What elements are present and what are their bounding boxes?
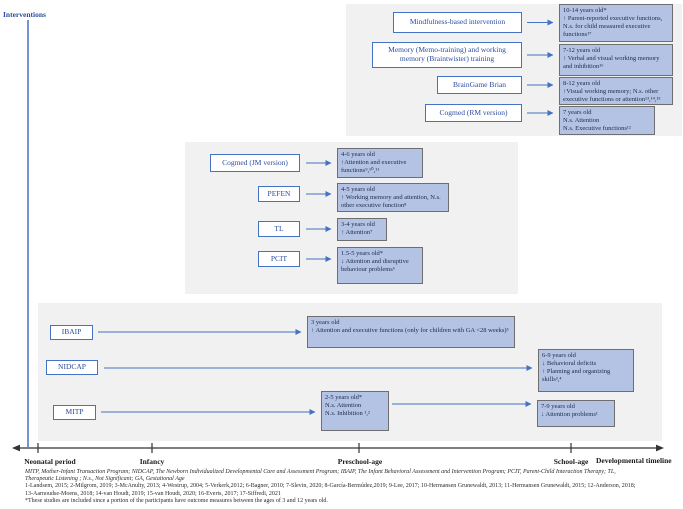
outcome-line: ↑ Working memory and attention, N.s. oth… — [341, 194, 441, 210]
intervention-label-mindfulness: Mindfulness-based intervention — [393, 12, 522, 33]
timeline-label-infancy: Infancy — [139, 457, 165, 466]
outcome-cogmed-rm: 7 years old N.s. Attention N.s. Executiv… — [559, 106, 655, 135]
outcome-age: 4-5 years old — [341, 186, 375, 193]
outcome-line: ↑ Planning and organizing skills³,⁴ — [542, 368, 611, 384]
intervention-label-pefen: PEFEN — [258, 186, 300, 202]
intervention-label-memory-training: Memory (Memo-training) and working memor… — [372, 42, 522, 68]
intervention-label-nidcap: NIDCAP — [46, 360, 98, 375]
outcome-age: 7 years old — [563, 109, 592, 116]
intervention-label-mitp: MITP — [53, 405, 96, 420]
outcome-line: N.s. Executive functions¹² — [563, 125, 631, 133]
intervention-label-pcit: PCIT — [258, 251, 300, 267]
outcome-age: 10-14 years old* — [563, 7, 607, 14]
timeline-right-arrowhead — [656, 444, 664, 452]
outcome-line: ↑Attention and executive functions⁹,¹⁰,¹… — [341, 159, 407, 175]
outcome-line: ↓ Attention and disruptive behaviour pro… — [341, 258, 409, 274]
x-axis-label: Developmental timeline — [596, 456, 672, 465]
footnote-asterisk-note: *These studies are included since a port… — [25, 497, 328, 504]
outcome-age: 2-5 years old* — [325, 394, 363, 401]
outcome-mindfulness: 10-14 years old* ↑ Parent-reported execu… — [559, 4, 673, 42]
timeline-label-preschool: Preschool-age — [337, 457, 383, 466]
outcome-age: 1.5-5 years old* — [341, 250, 384, 257]
intervention-label-ibaip: IBAIP — [50, 325, 93, 340]
outcome-line: ↓ Attention problems¹ — [541, 411, 598, 419]
outcome-braingame-brian: 8-12 years old ↑Visual working memory; N… — [559, 77, 673, 105]
outcome-ibaip: 3 years old ↑ Attention and executive fu… — [307, 316, 515, 348]
outcome-age: 7-9 years old — [541, 403, 575, 410]
outcome-cogmed-jm: 4-6 years old ↑Attention and executive f… — [337, 148, 423, 178]
outcome-age: 3-4 years old — [341, 221, 375, 228]
outcome-mitp-school: 7-9 years old ↓ Attention problems¹ — [537, 400, 615, 427]
outcome-age: 7-12 years old — [563, 47, 601, 54]
outcome-line: ↑ Parent-reported executive functions, N… — [563, 15, 663, 39]
outcome-line: ↑Visual working memory; N.s. other execu… — [563, 88, 661, 104]
timeline-label-school: School-age — [553, 457, 589, 466]
outcome-age: 8-12 years old — [563, 80, 601, 87]
intervention-label-cogmed-rm: Cogmed (RM version) — [425, 104, 522, 122]
outcome-pcit: 1.5-5 years old* ↓ Attention and disrupt… — [337, 247, 423, 284]
outcome-age: 6-9 years old — [542, 352, 576, 359]
outcome-age: 3 years old — [311, 319, 340, 326]
footnote-abbreviations-line1: MITP, Mother-Infant Transaction Program;… — [25, 469, 616, 475]
footnote-references-line2: 13-Aarnoudse-Moens, 2018; 14-van Houdt, … — [25, 490, 281, 497]
intervention-label-braingame-brian: BrainGame Brian — [437, 76, 522, 94]
outcome-age: 4-6 years old — [341, 151, 375, 158]
footnote-references-line1: 1-Landsem, 2015; 2-Milgrom, 2019; 3-McAn… — [25, 483, 636, 490]
timeline-label-neonatal: Neonatal period — [24, 457, 76, 466]
timeline-left-arrowhead — [12, 444, 20, 452]
outcome-line: ↓ Behavioral deficits — [542, 360, 597, 368]
outcome-line: N.s. Inhibition ¹,² — [325, 410, 370, 418]
outcome-line: N.s. Attention — [563, 117, 600, 125]
y-axis-label: Interventions — [3, 10, 46, 19]
intervention-label-cogmed-jm: Cogmed (JM version) — [210, 154, 300, 172]
outcome-line: ↑ Attention and executive functions (onl… — [311, 327, 509, 335]
footnote-abbreviations-line2: Therapeutic Listening ; N.s., Not Signif… — [25, 476, 185, 483]
outcome-mitp-preschool: 2-5 years old* N.s. Attention N.s. Inhib… — [321, 391, 389, 431]
outcome-line: N.s. Attention — [325, 402, 362, 410]
outcome-line: ↑ Verbal and visual working memory and i… — [563, 55, 660, 71]
intervention-label-tl: TL — [258, 221, 300, 237]
outcome-line: ↑ Attention⁷ — [341, 229, 373, 237]
outcome-tl: 3-4 years old ↑ Attention⁷ — [337, 218, 387, 241]
outcome-nidcap: 6-9 years old ↓ Behavioral deficits ↑ Pl… — [538, 349, 634, 392]
outcome-memory-training: 7-12 years old ↑ Verbal and visual worki… — [559, 44, 673, 76]
figure-footnotes: MITP, Mother-Infant Transaction Program;… — [25, 469, 681, 505]
outcome-pefen: 4-5 years old ↑ Working memory and atten… — [337, 183, 449, 212]
